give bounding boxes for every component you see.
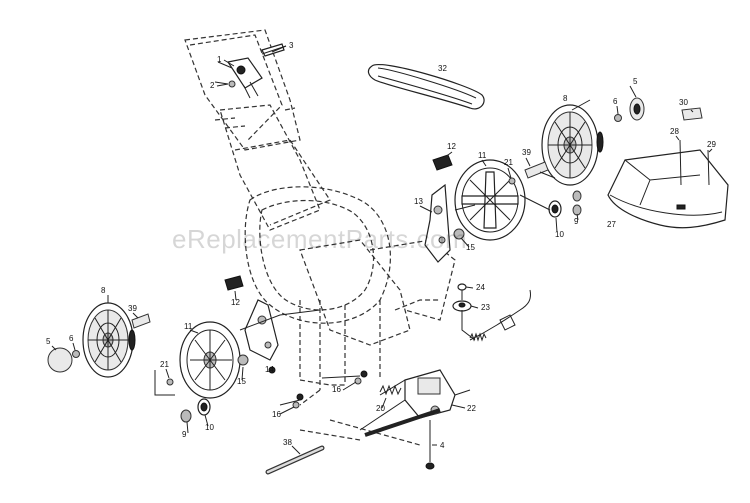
- left-small-washer: [166, 378, 174, 386]
- callout-27: 27: [607, 220, 616, 229]
- callout-5-right: 5: [633, 77, 638, 86]
- right-drive-gear: [454, 159, 526, 241]
- callout-39-left: 39: [128, 304, 137, 313]
- left-washer: [72, 350, 80, 358]
- watermark-text: eReplacementParts.com: [172, 224, 467, 254]
- callout-38: 38: [283, 438, 292, 447]
- handle-bracket-assembly: [214, 43, 287, 99]
- right-rear-wheel: [541, 104, 604, 186]
- drive-belt: [367, 64, 485, 110]
- pulley-nut: [457, 283, 467, 300]
- left-drive-bracket: [244, 299, 279, 374]
- callout-23: 23: [481, 303, 490, 312]
- callout-9-right: 9: [574, 217, 579, 226]
- left-drive-gear: [179, 321, 241, 399]
- callout-20: 20: [376, 404, 385, 413]
- extension-spring: [469, 332, 487, 342]
- transmission: [359, 369, 471, 431]
- callout-24: 24: [476, 283, 485, 292]
- left-hubcap: [47, 347, 73, 373]
- callout-10-left: 10: [205, 423, 214, 432]
- callout-8-left: 8: [101, 286, 106, 295]
- callout-15-right: 15: [466, 243, 475, 252]
- rear-trail-shield: [607, 107, 729, 229]
- left-rear-wheel: [82, 302, 136, 378]
- callout-21-left: 21: [160, 360, 169, 369]
- left-bearing: [237, 354, 249, 366]
- right-small-washer: [508, 177, 516, 185]
- callout-14: 14: [265, 365, 274, 374]
- callout-22: 22: [467, 404, 476, 413]
- transmission-pulley: [452, 300, 472, 312]
- left-pinion-shaft: [131, 313, 151, 329]
- callout-4: 4: [440, 441, 445, 450]
- callout-28: 28: [670, 127, 679, 136]
- right-nut: [572, 190, 582, 216]
- callout-labels: 3 1 2 32 5 6 8 30 28 29 27 12 39 21 11 1…: [46, 41, 716, 450]
- right-pinion-cap: [432, 154, 453, 171]
- left-pinion-gear: [197, 398, 211, 416]
- callout-32: 32: [438, 64, 447, 73]
- left-nut: [180, 409, 192, 423]
- callout-6-left: 6: [69, 334, 74, 343]
- right-washer: [614, 114, 622, 122]
- right-hubcap: [629, 97, 645, 121]
- callout-9-left: 9: [182, 430, 187, 439]
- mower-deck-outline: [184, 29, 456, 446]
- right-pinion-shaft: [524, 161, 549, 179]
- callout-3: 3: [289, 41, 294, 50]
- callout-16-lower: 16: [272, 410, 281, 419]
- transmission-spring: [379, 384, 402, 396]
- drive-shaft: [364, 408, 441, 437]
- left-pinion-cap: [224, 275, 244, 291]
- callout-6-right: 6: [613, 97, 618, 106]
- right-bearing: [453, 228, 465, 240]
- callout-30: 30: [679, 98, 688, 107]
- upper-bolts: [292, 370, 368, 409]
- callout-11-left: 11: [184, 322, 193, 331]
- transmission-bolt: [425, 420, 435, 470]
- drive-control-cable: [469, 289, 531, 341]
- callout-13: 13: [414, 197, 423, 206]
- right-pinion-gear: [548, 200, 562, 218]
- callout-11-right: 11: [478, 151, 487, 160]
- callout-15-left: 15: [237, 377, 246, 386]
- callout-1: 1: [217, 55, 222, 64]
- callout-12-right: 12: [447, 142, 456, 151]
- callout-2: 2: [210, 81, 215, 90]
- callout-16-upper: 16: [332, 385, 341, 394]
- axle-rod: [265, 445, 325, 475]
- right-drive-bracket: [424, 183, 451, 263]
- callout-39-right: 39: [522, 148, 531, 157]
- callout-8-right: 8: [563, 94, 568, 103]
- callout-21-right: 21: [504, 158, 513, 167]
- callout-29: 29: [707, 140, 716, 149]
- callout-12-left: 12: [231, 298, 240, 307]
- callout-10-right: 10: [555, 230, 564, 239]
- leader-lines: [51, 45, 713, 455]
- callout-5-left: 5: [46, 337, 51, 346]
